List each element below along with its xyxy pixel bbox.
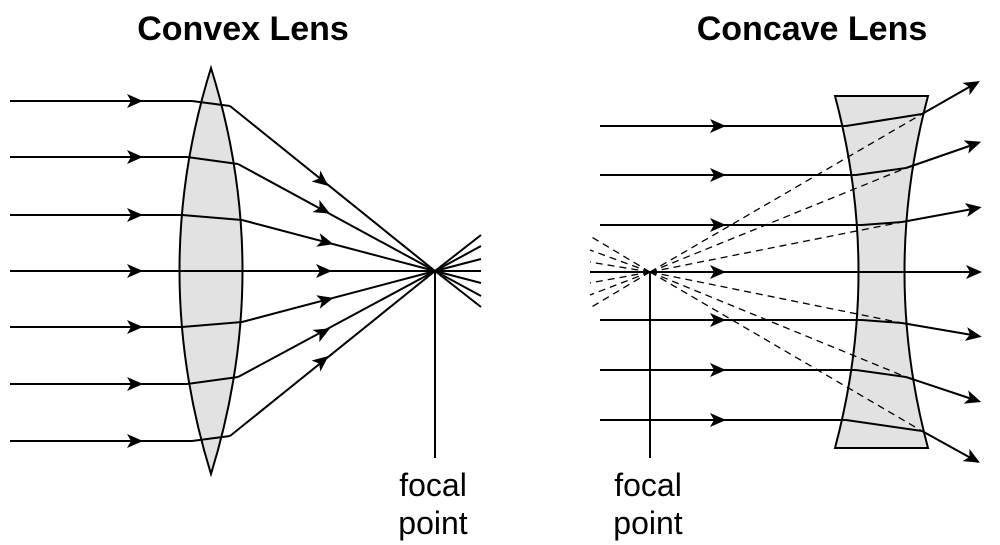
- convex-diverging-rays: [435, 235, 481, 307]
- convex-incoming-rays: [10, 101, 192, 441]
- concave-title: Concave Lens: [697, 10, 928, 48]
- concave-focal-label-line2: point: [613, 505, 683, 541]
- convex-refracted-rays: [230, 106, 435, 436]
- concave-incoming-rays: [590, 126, 864, 420]
- convex-focal-label-line2: point: [398, 505, 468, 541]
- convex-focal-label-line1: focal: [399, 467, 467, 503]
- concave-focal-label-line1: focal: [614, 467, 682, 503]
- convex-title: Convex Lens: [137, 10, 349, 48]
